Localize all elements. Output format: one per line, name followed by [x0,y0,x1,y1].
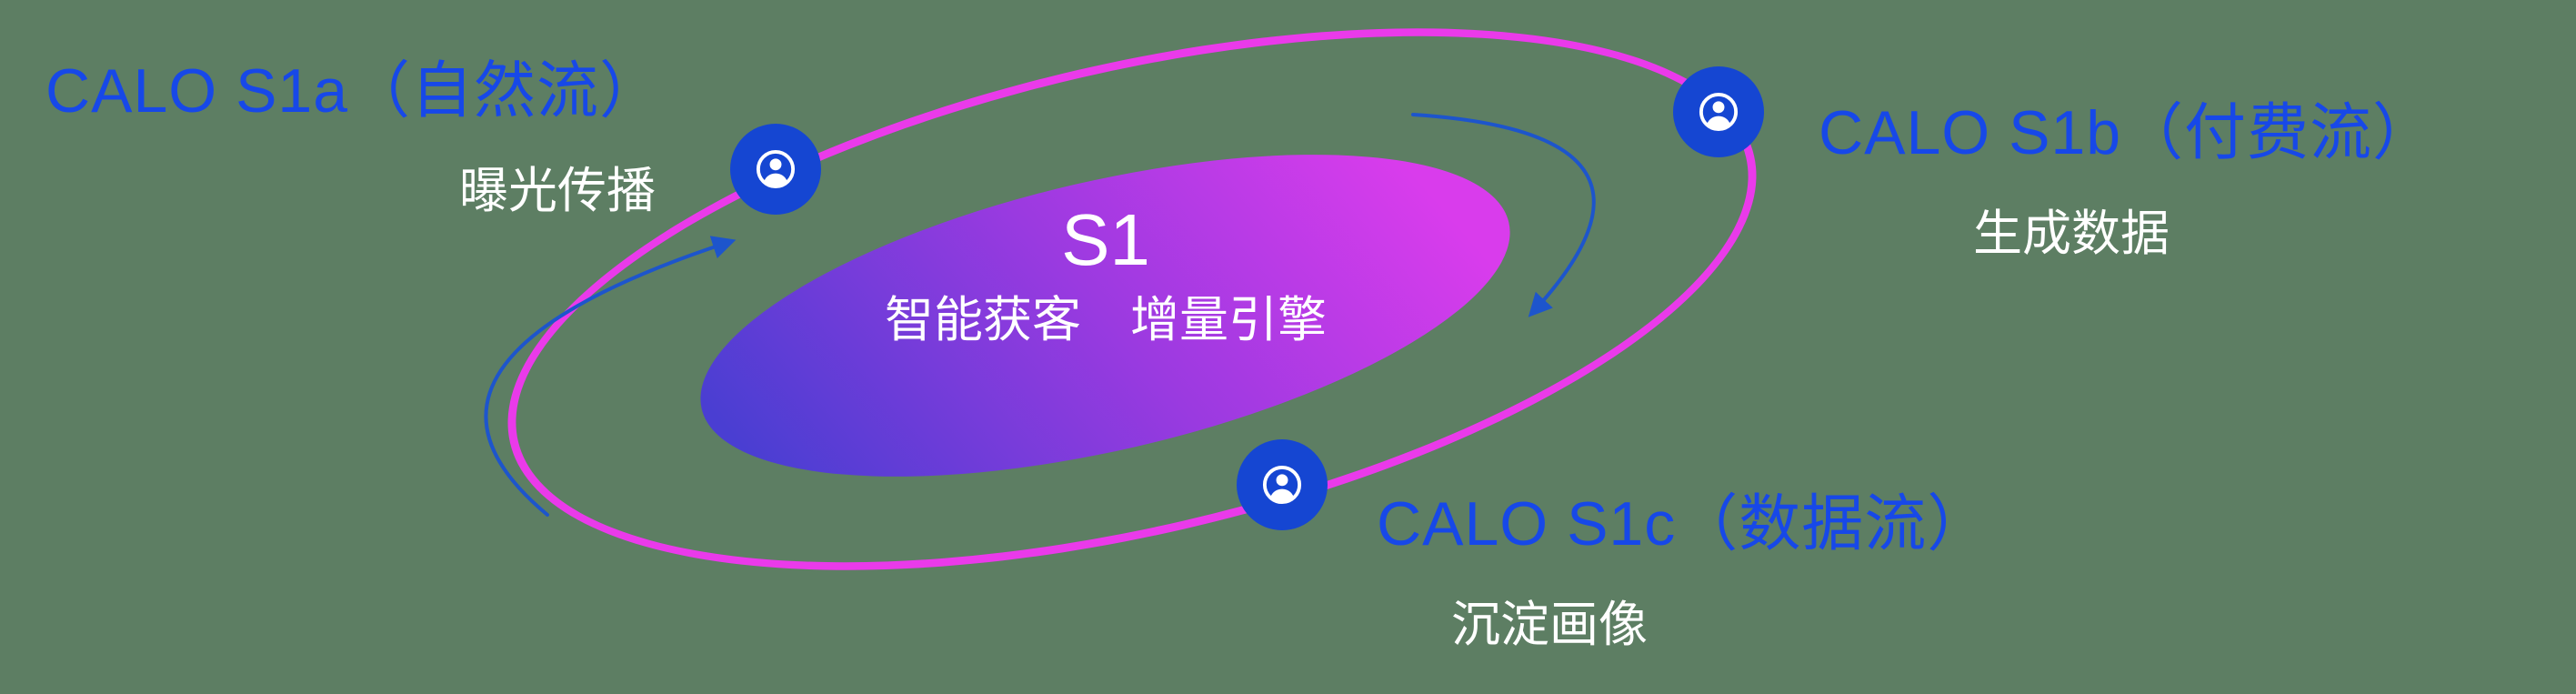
label-s1c-subtitle: 沉淀画像 [1451,598,1648,652]
label-s1b-title: CALO S1b（付费流） [1819,98,2436,167]
label-s1a-title: CALO S1a（自然流） [45,56,663,126]
core-text-block: S1 智能获客 增量引擎 [697,198,1515,350]
node-s1a [730,124,821,215]
flow-arrow-right [1411,113,1596,317]
person-in-circle-icon [1699,92,1739,132]
node-s1c [1237,439,1328,530]
node-s1b [1673,66,1764,157]
label-s1a-subtitle: 曝光传播 [459,164,656,218]
label-s1c-title: CALO S1c（数据流） [1377,489,1990,558]
person-in-circle-icon [1262,465,1302,505]
core-subtitle: 智能获客 增量引擎 [885,293,1327,347]
core-title: S1 [1061,199,1150,280]
label-s1b-subtitle: 生成数据 [1973,206,2170,261]
flow-arrow-left [484,236,737,517]
person-in-circle-icon [756,149,796,189]
